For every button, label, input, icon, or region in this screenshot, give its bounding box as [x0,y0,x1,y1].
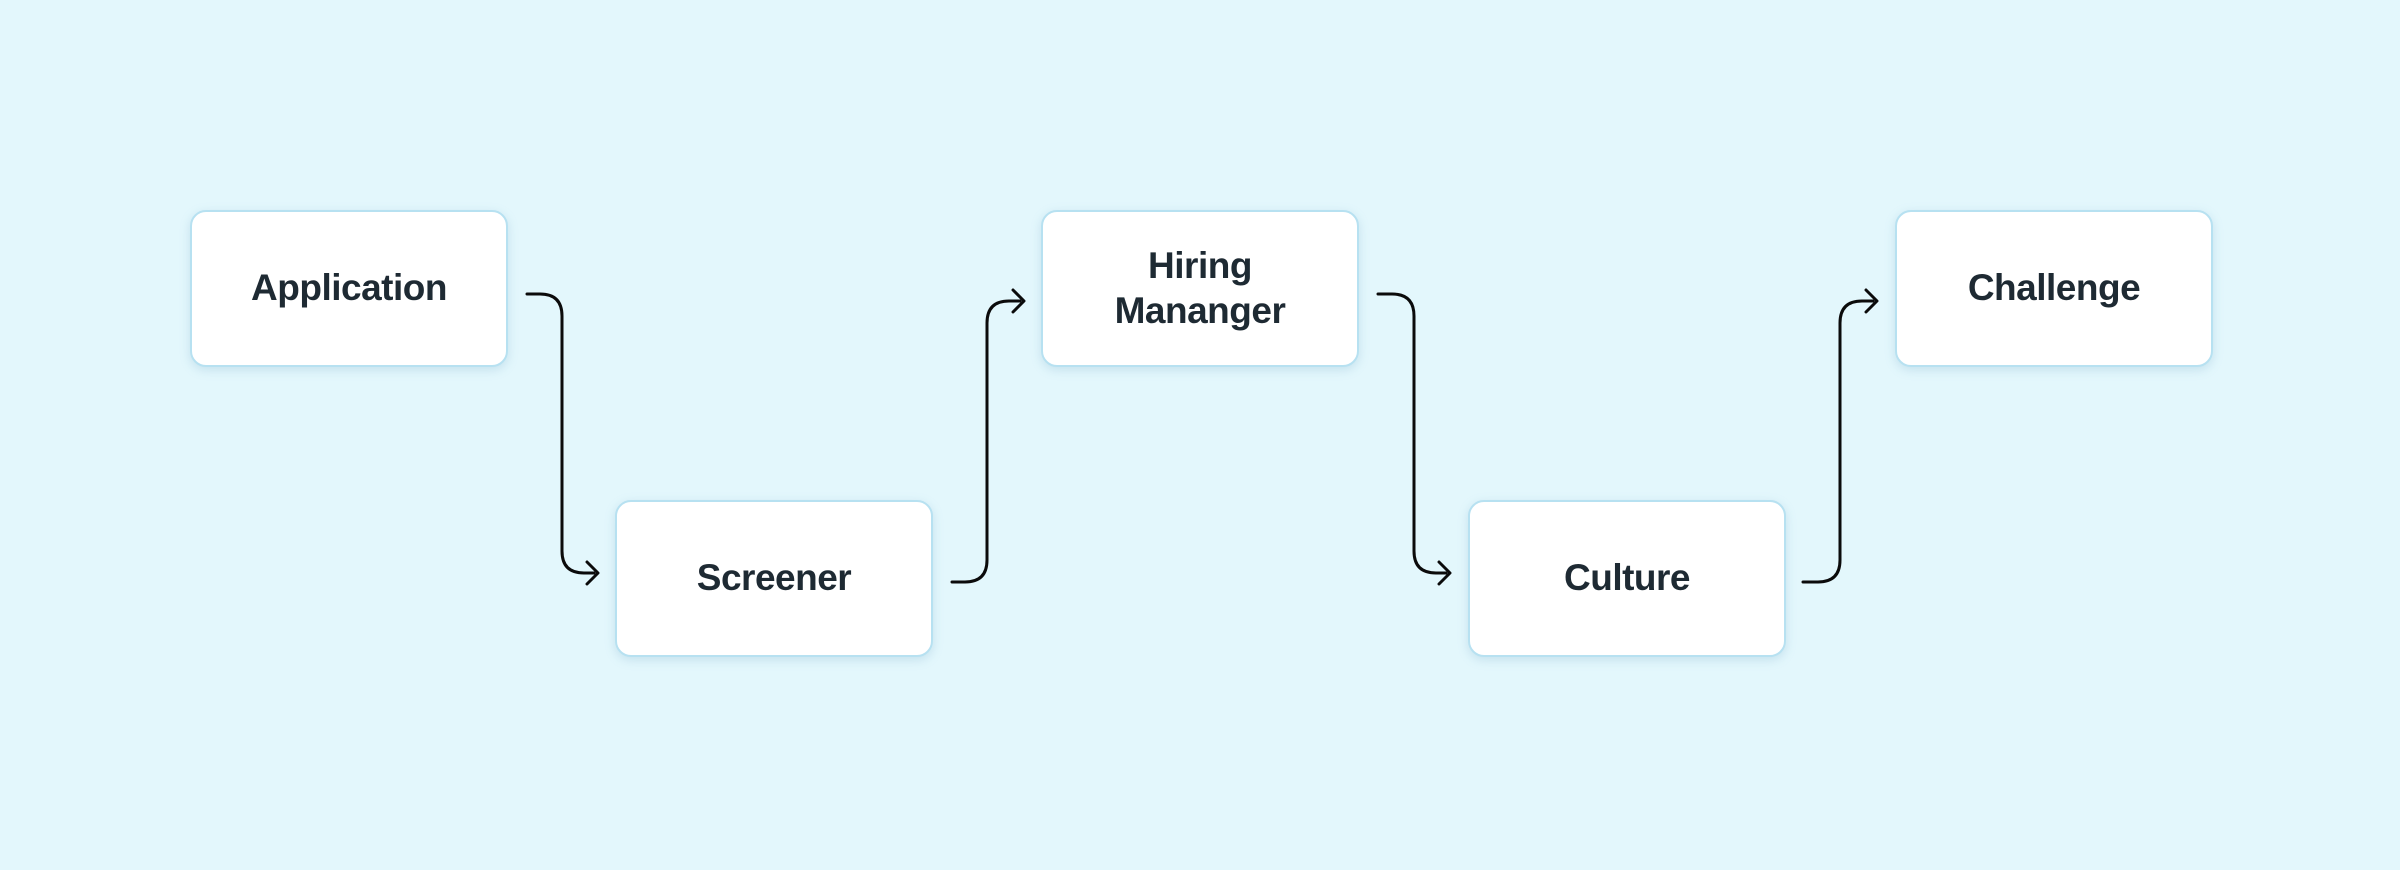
node-challenge-label: Challenge [1967,267,2141,309]
node-hiring-manager-label: Hiring Mananger [1114,245,1286,331]
edge-arrow-hiring-manager-to-culture [1376,292,1452,586]
node-hiring-manager[interactable]: Hiring Mananger [1041,210,1359,367]
node-application-label: Application [251,267,447,309]
node-screener-label: Screener [696,557,852,599]
edge-arrow-application-to-screener [525,292,600,586]
node-screener[interactable]: Screener [615,500,933,657]
node-application[interactable]: Application [190,210,508,367]
node-culture[interactable]: Culture [1468,500,1786,657]
edge-arrow-culture-to-challenge [1801,288,1879,584]
node-culture-label: Culture [1564,557,1691,599]
node-challenge[interactable]: Challenge [1895,210,2213,367]
edge-arrow-screener-to-hiring-manager [950,288,1026,584]
